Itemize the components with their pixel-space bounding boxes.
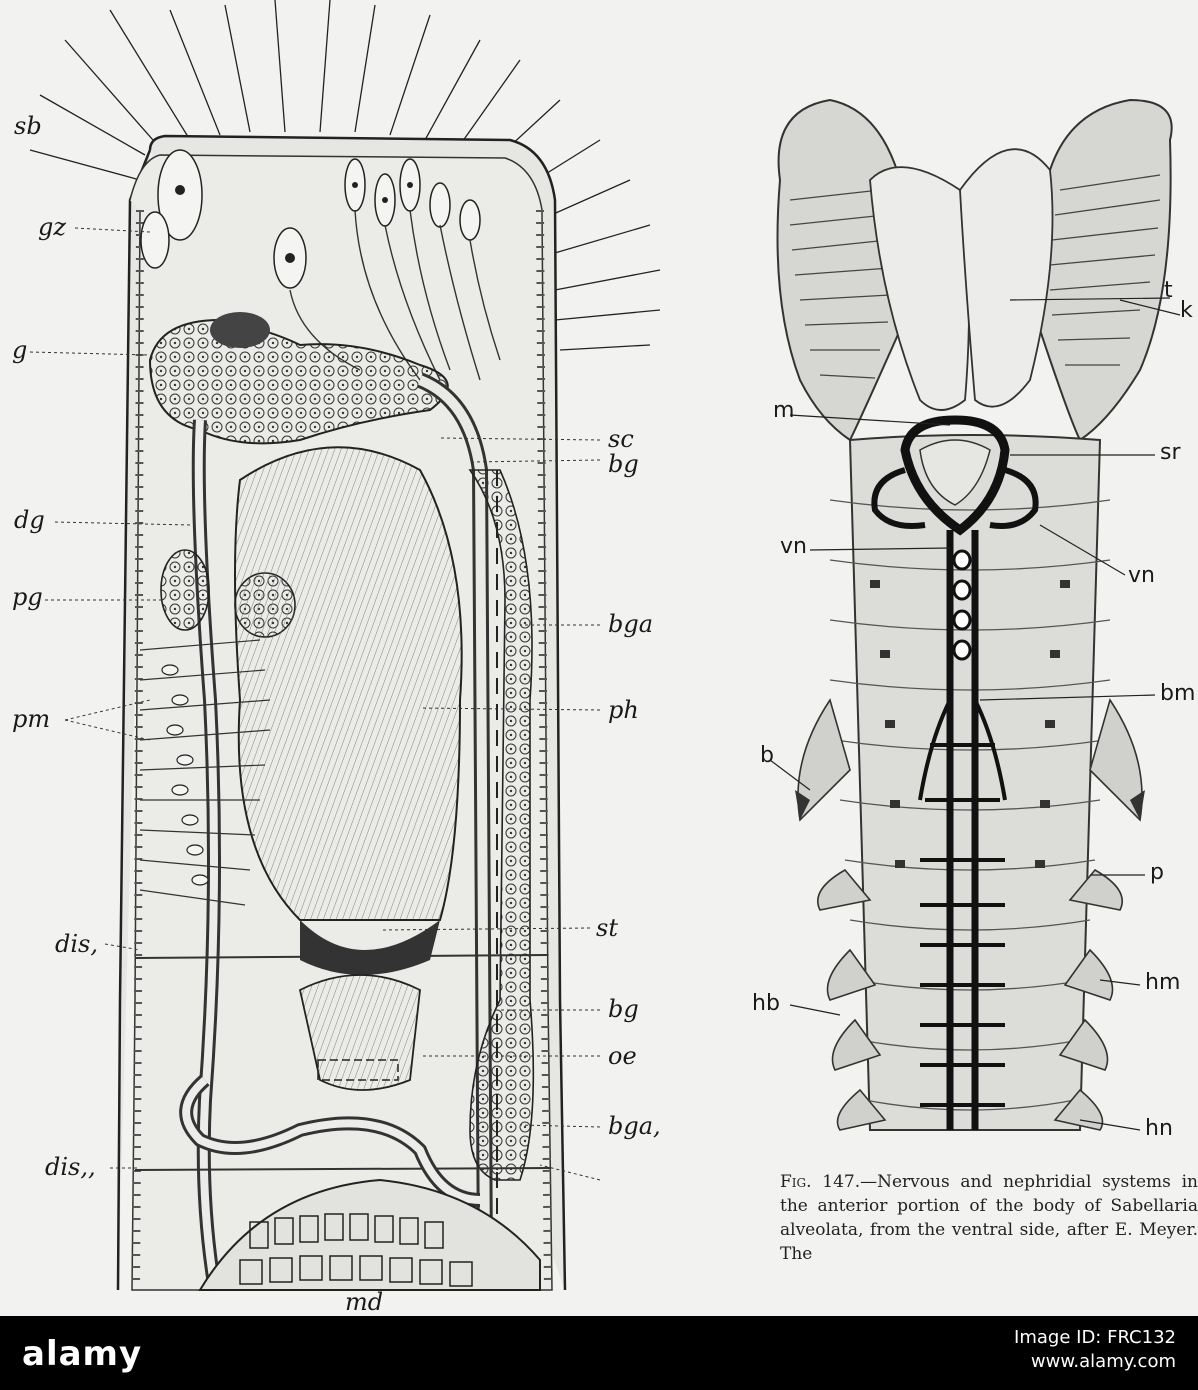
label-hm: hm: [1145, 970, 1181, 995]
label-hb: hb: [752, 991, 780, 1016]
label-bm: bm: [1160, 681, 1196, 706]
footer-image-id: Image ID: FRC132: [1014, 1327, 1176, 1348]
footer-bar: alamy Image ID: FRC132 www.alamy.com: [0, 1316, 1198, 1390]
label-md: md: [345, 1288, 384, 1316]
label-pm: pm: [12, 705, 51, 733]
label-k: k: [1180, 298, 1193, 323]
label-vn-left: vn: [780, 534, 807, 559]
label-hn: hn: [1145, 1116, 1173, 1141]
label-p: p: [1150, 860, 1164, 885]
label-m: m: [773, 398, 795, 423]
label-vn-right: vn: [1128, 563, 1155, 588]
label-bg: bg: [608, 450, 639, 478]
label-oe: oe: [608, 1042, 637, 1070]
left-figure-drawing: [29, 0, 661, 1292]
label-pg: pg: [12, 583, 43, 611]
label-bga: bga: [608, 610, 654, 638]
label-st: st: [596, 914, 618, 942]
label-gz: gz: [38, 213, 67, 241]
label-g: g: [12, 336, 28, 364]
label-b: b: [760, 743, 774, 768]
label-sc: sc: [608, 425, 634, 453]
label-dg: dg: [14, 506, 45, 534]
label-sr: sr: [1160, 440, 1181, 465]
label-bg-lower: bg: [608, 995, 639, 1023]
label-dis2: dis,,: [45, 1153, 96, 1181]
label-bga-lower: bga,: [608, 1112, 661, 1140]
label-ph: ph: [608, 696, 639, 724]
figure-caption: Fig. 147.—Nervous and nephridial systems…: [780, 1170, 1198, 1266]
label-t: t: [1164, 278, 1173, 303]
label-sb: sb: [14, 112, 42, 140]
right-figure-drawing: [769, 98, 1181, 1131]
caption-fig-number: Fig. 147.: [780, 1172, 861, 1192]
caption-text: —Nervous and nephridial systems in the a…: [780, 1172, 1198, 1264]
page: sb gz g dg pg pm dis, dis,, md sc bg bga…: [0, 0, 1198, 1316]
label-dis1: dis,: [55, 930, 98, 958]
footer-url[interactable]: www.alamy.com: [1030, 1351, 1176, 1372]
footer-image-info: Image ID: FRC132 www.alamy.com: [1014, 1326, 1176, 1374]
footer-logo[interactable]: alamy: [22, 1334, 143, 1374]
